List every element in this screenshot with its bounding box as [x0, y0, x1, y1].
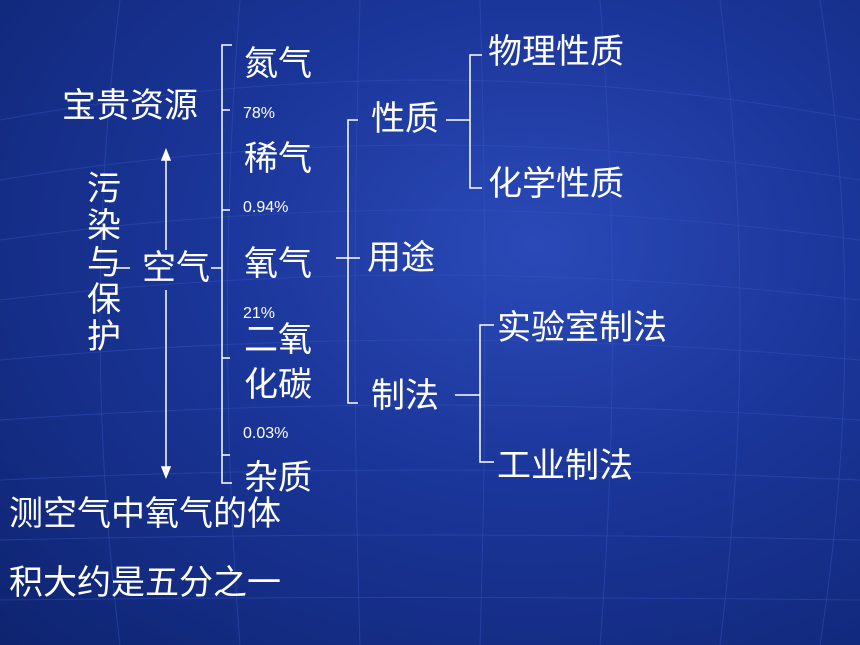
topics-bracket	[347, 119, 358, 404]
pollution-char-4: 保	[87, 280, 121, 320]
industrial-preparation: 工业制法	[497, 446, 633, 486]
air-label: 空气	[142, 248, 210, 288]
property-bracket	[469, 54, 482, 189]
lab-preparation: 实验室制法	[497, 308, 667, 348]
topic-properties: 性质	[371, 99, 439, 139]
chemical-properties: 化学性质	[488, 164, 624, 204]
pollution-char-3: 与	[87, 243, 121, 283]
component-co2-line1: 二氧	[244, 320, 312, 360]
conclusion-line-1: 测空气中氧气的体	[9, 494, 281, 534]
arrow-head-down	[160, 466, 172, 480]
physical-properties: 物理性质	[488, 32, 624, 72]
percent-oxygen: 21%	[243, 305, 276, 322]
component-impurity: 杂质	[244, 458, 312, 498]
percent-co2: 0.03%	[243, 425, 289, 442]
pollution-protection-label: 污 染 与 保 护	[84, 171, 124, 356]
topic-preparation: 制法	[371, 376, 439, 416]
resource-label: 宝贵资源	[62, 86, 198, 126]
pollution-char-2: 染	[87, 206, 121, 246]
preparation-bracket	[479, 324, 494, 463]
component-co2-line2: 化碳	[244, 365, 312, 405]
conclusion-line-2: 积大约是五分之一	[9, 563, 281, 603]
arrow-head-up	[160, 147, 172, 161]
components-bracket	[221, 44, 232, 484]
component-nitrogen: 氮气	[244, 44, 312, 84]
component-rare-gas: 稀气	[244, 139, 312, 179]
percent-rare-gas: 0.94%	[243, 199, 289, 216]
percent-nitrogen: 78%	[243, 105, 276, 122]
pollution-char-5: 护	[87, 317, 121, 357]
pollution-char-1: 污	[87, 169, 121, 209]
component-oxygen: 氧气	[244, 244, 312, 284]
topic-uses: 用途	[367, 238, 435, 278]
